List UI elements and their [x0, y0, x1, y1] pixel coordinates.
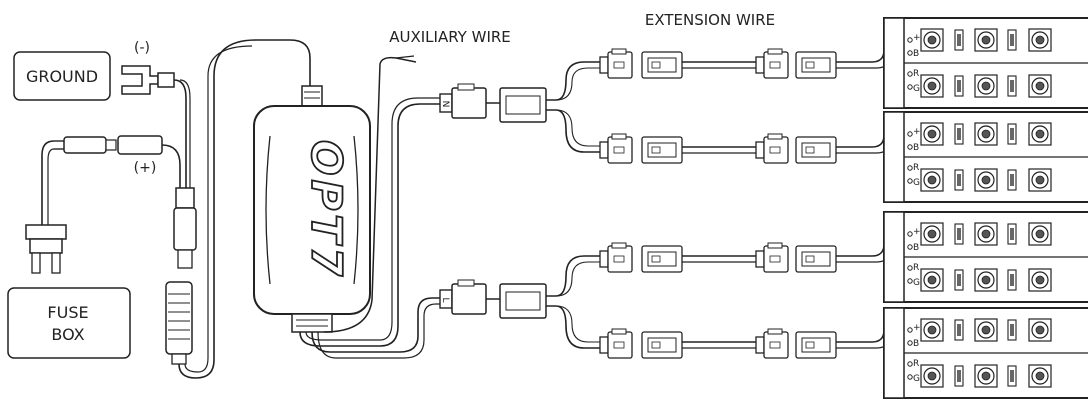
dc-plug-male [173, 187, 197, 269]
positive-wire [161, 144, 181, 190]
splitter-branch-2 [555, 109, 600, 153]
extension-wire-row-1 [599, 46, 891, 79]
fuse-tap-wire [41, 140, 55, 225]
strip-1-pin-r: R [913, 69, 919, 79]
strip-3-pin-r: R [913, 263, 919, 273]
strip-4-pin-plus: + [913, 323, 921, 333]
fuse-box-label-line2: BOX [51, 325, 84, 344]
fuse-box-label-line1: FUSE [47, 303, 88, 322]
strip-1-pin-b: B [913, 49, 919, 59]
output-wire-n [299, 103, 440, 347]
auxiliary-wire [323, 56, 417, 333]
strip-3-pin-plus: + [913, 227, 921, 237]
splitter-branch-1 [555, 61, 600, 101]
strip-2-pin-r: R [913, 163, 919, 173]
connector-n-male [439, 83, 487, 119]
strip-1-pin-g: G [913, 84, 920, 94]
inline-fuse-holder [54, 135, 163, 155]
strip-1-pin-plus: + [913, 33, 921, 43]
connector-l-male [439, 279, 487, 315]
extension-wire-row-2 [599, 130, 891, 164]
ground-label: GROUND [26, 67, 98, 86]
splitter-branch-3 [555, 255, 600, 297]
ground-fork-terminal [121, 65, 175, 95]
led-strip-1 [884, 18, 1088, 108]
output-wire-l [311, 297, 440, 353]
strip-4-pin-g: G [913, 374, 920, 384]
negative-label: (-) [134, 40, 150, 56]
strip-3-pin-b: B [913, 243, 919, 253]
strip-4-pin-b: B [913, 339, 919, 349]
strip-2-pin-b: B [913, 143, 919, 153]
ground-label-box [13, 51, 111, 101]
splitter-n-female [499, 87, 556, 123]
controller-box [253, 85, 371, 333]
fuse-box-label-box [7, 287, 131, 359]
strip-2-pin-g: G [913, 178, 920, 188]
brand-logo: OPT7 [302, 140, 351, 280]
connector-l-letter: L [440, 297, 450, 302]
extension-wire-label: EXTENSION WIRE [645, 11, 775, 29]
strip-4-pin-r: R [913, 359, 919, 369]
positive-label: (+) [134, 160, 157, 176]
connector-n-letter: N [440, 101, 450, 108]
led-strip-2 [884, 112, 1088, 202]
extension-wire-row-4 [599, 324, 891, 359]
power-cable [178, 39, 311, 379]
splitter-l-female [499, 283, 556, 319]
dc-jack-female [165, 281, 193, 365]
blade-fuse-tap [25, 224, 67, 274]
extension-wire-row-3 [599, 238, 891, 273]
auxiliary-wire-label: AUXILIARY WIRE [389, 28, 511, 46]
splitter-branch-4 [555, 305, 600, 349]
led-strip-4 [884, 308, 1088, 398]
led-strip-3 [884, 212, 1088, 302]
strip-2-pin-plus: + [913, 127, 921, 137]
strip-3-pin-g: G [913, 278, 920, 288]
ground-wire [173, 79, 187, 190]
